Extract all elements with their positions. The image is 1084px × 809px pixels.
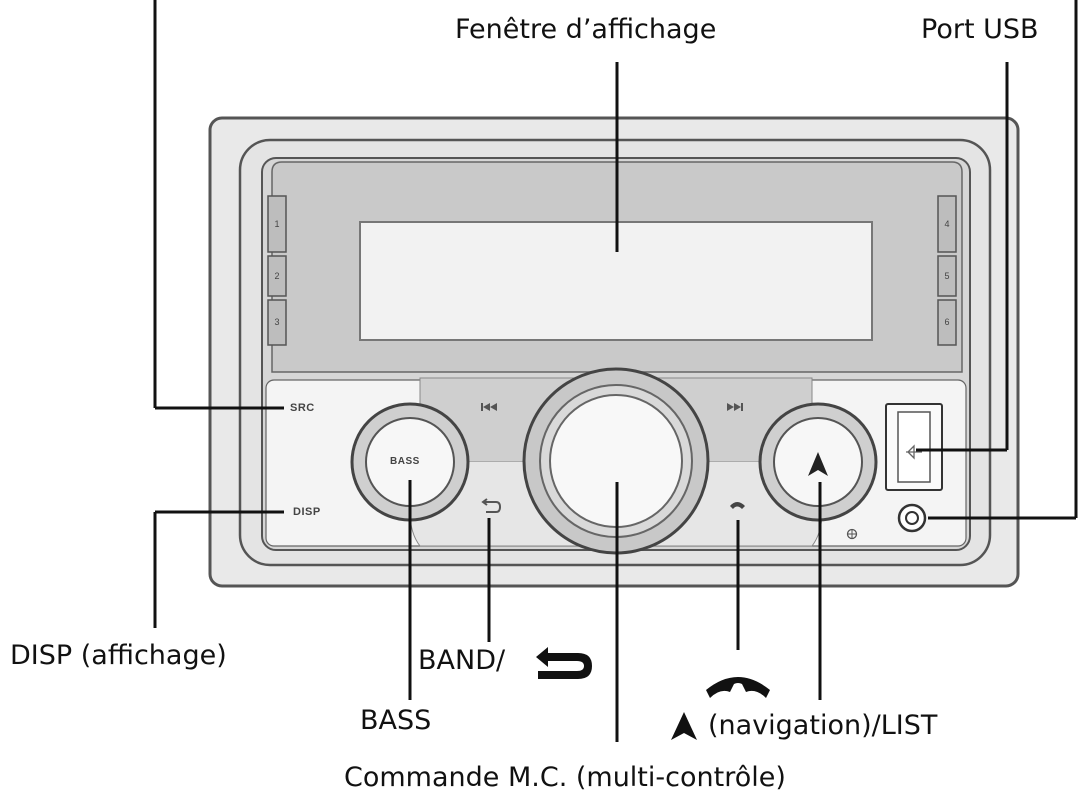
phone-icon-small[interactable]	[730, 502, 745, 509]
aux-jack-outer[interactable]	[897, 503, 927, 533]
mute-icon[interactable]	[846, 528, 858, 540]
bass-knob-label: BASS	[390, 456, 420, 467]
leader-lines	[153, 0, 1078, 742]
back-arrow-icon[interactable]	[481, 498, 502, 513]
back-arrow-icon-large	[536, 647, 592, 679]
usb-icon	[906, 444, 922, 460]
aux-jack-icon	[905, 511, 919, 525]
left-preset-buttons[interactable]	[267, 195, 287, 346]
prev-track-icon[interactable]	[481, 403, 497, 411]
callout-band: BAND/	[418, 645, 506, 676]
callout-mc-control: Commande M.C. (multi-contrôle)	[344, 762, 786, 793]
navigation-icon	[671, 712, 697, 740]
left-preset-label-3: 3	[274, 317, 279, 327]
phone-icon	[706, 677, 770, 698]
next-track-icon[interactable]	[727, 403, 743, 411]
right-preset-buttons[interactable]	[937, 195, 957, 346]
right-preset-label-4: 4	[944, 219, 949, 229]
callout-usb-port: Port USB	[921, 14, 1039, 45]
callout-bass: BASS	[360, 705, 432, 736]
right-preset-label-5: 5	[944, 271, 949, 281]
left-preset-label-2: 2	[274, 271, 279, 281]
left-preset-label-1: 1	[274, 219, 279, 229]
navigation-up-icon	[808, 452, 828, 476]
callout-display-window: Fenêtre d’affichage	[455, 14, 717, 45]
disp-label: DISP	[293, 506, 321, 518]
right-preset-label-6: 6	[944, 317, 949, 327]
src-label: SRC	[290, 402, 315, 414]
callout-disp: DISP (affichage)	[10, 640, 227, 671]
callout-nav-list: (navigation)/LIST	[708, 710, 938, 741]
